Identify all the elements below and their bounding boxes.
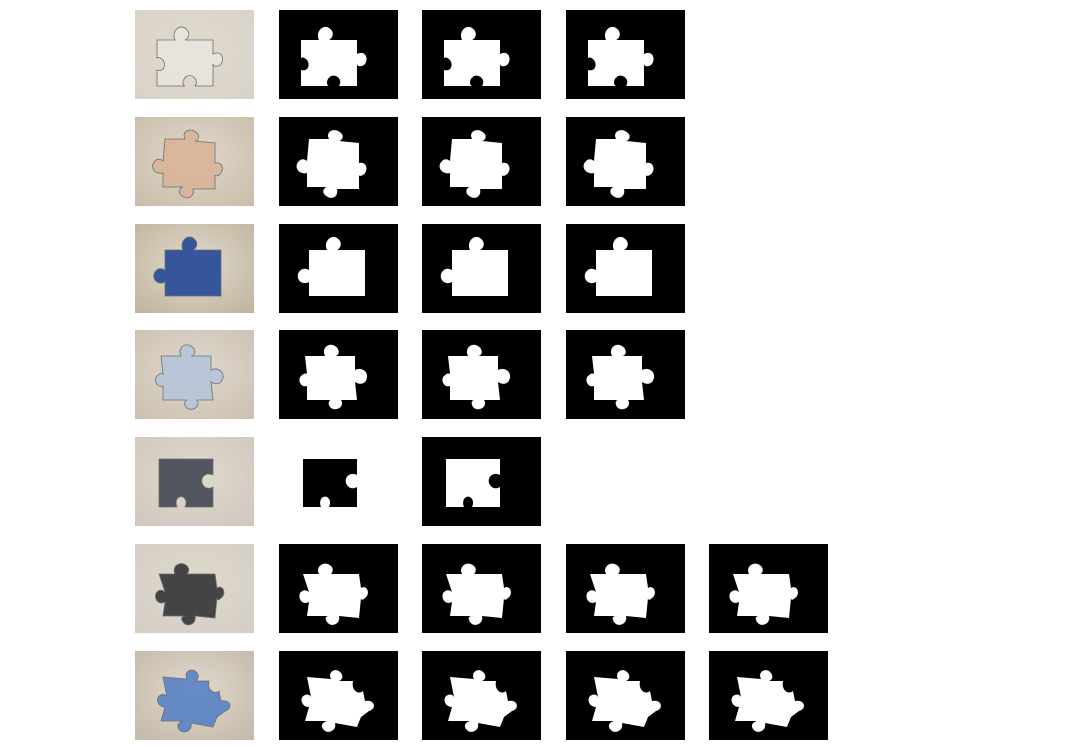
segmentation-mask (279, 117, 398, 206)
segmentation-mask (566, 117, 685, 206)
mask-icon (422, 330, 541, 419)
mask-icon (566, 651, 685, 740)
puzzle-piece-photo (135, 544, 254, 633)
segmentation-mask (279, 437, 398, 526)
mask-icon (279, 10, 398, 99)
mask-icon (279, 437, 398, 526)
mask-icon (566, 117, 685, 206)
segmentation-mask (279, 330, 398, 419)
mask-icon (422, 10, 541, 99)
segmentation-mask (566, 10, 685, 99)
segmentation-mask (422, 437, 541, 526)
mask-icon (422, 224, 541, 313)
segmentation-mask (422, 651, 541, 740)
segmentation-mask (422, 330, 541, 419)
segmentation-mask (566, 544, 685, 633)
photo-icon (135, 544, 254, 633)
photo-icon (135, 10, 254, 99)
mask-icon (566, 544, 685, 633)
segmentation-mask (422, 117, 541, 206)
mask-icon (279, 117, 398, 206)
mask-icon (566, 330, 685, 419)
puzzle-piece-photo (135, 437, 254, 526)
segmentation-mask (566, 330, 685, 419)
segmentation-mask (566, 651, 685, 740)
segmentation-mask (279, 651, 398, 740)
segmentation-mask (422, 544, 541, 633)
puzzle-piece-photo (135, 224, 254, 313)
photo-icon (135, 117, 254, 206)
mask-icon (422, 117, 541, 206)
mask-icon (566, 10, 685, 99)
puzzle-piece-photo (135, 330, 254, 419)
photo-icon (135, 437, 254, 526)
mask-icon (279, 224, 398, 313)
mask-icon (709, 544, 828, 633)
segmentation-mask (566, 224, 685, 313)
puzzle-piece-photo (135, 10, 254, 99)
segmentation-mask (422, 224, 541, 313)
mask-icon (709, 651, 828, 740)
puzzle-piece-photo (135, 651, 254, 740)
segmentation-mask (279, 224, 398, 313)
mask-icon (279, 544, 398, 633)
mask-icon (422, 437, 541, 526)
mask-icon (422, 651, 541, 740)
photo-icon (135, 224, 254, 313)
segmentation-mask (709, 544, 828, 633)
segmentation-mask (279, 10, 398, 99)
segmentation-mask (279, 544, 398, 633)
segmentation-mask (422, 10, 541, 99)
mask-icon (279, 651, 398, 740)
segmentation-mask (709, 651, 828, 740)
mask-icon (566, 224, 685, 313)
mask-icon (422, 544, 541, 633)
photo-icon (135, 651, 254, 740)
puzzle-piece-photo (135, 117, 254, 206)
mask-icon (279, 330, 398, 419)
photo-icon (135, 330, 254, 419)
